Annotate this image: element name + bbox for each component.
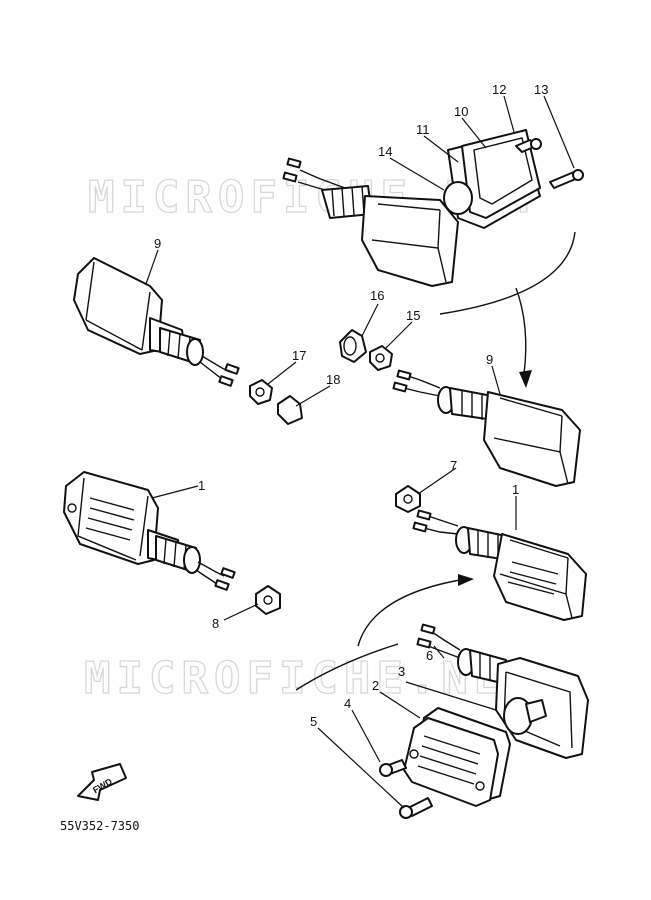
flasher-9-left [73,257,240,387]
callout-4: 4 [344,696,351,711]
callout-3: 3 [398,664,405,679]
flasher-front-exploded [295,623,589,819]
flasher-1-left [63,471,281,615]
callout-8: 8 [212,616,219,631]
fwd-direction-badge: FWD [77,763,127,801]
callout-1-right: 1 [512,482,519,497]
flasher-9-right [392,369,581,487]
callout-13: 13 [534,82,548,97]
callout-numbers: 12 13 10 11 14 9 16 15 17 18 9 1 7 1 8 6… [154,82,548,729]
flasher-rear-right-exploded [282,129,584,388]
callout-9-left: 9 [154,236,161,251]
leader-lines [145,95,575,809]
callout-14: 14 [378,144,392,159]
callout-2: 2 [372,678,379,693]
flasher-1-right [357,485,587,647]
callout-6: 6 [426,648,433,663]
callout-12: 12 [492,82,506,97]
callout-18: 18 [326,372,340,387]
callout-7: 7 [450,458,457,473]
callout-11: 11 [416,122,430,137]
callout-5: 5 [310,714,317,729]
callout-16: 16 [370,288,384,303]
callout-1-left: 1 [198,478,205,493]
diagram-code: 55V352-7350 [60,819,139,833]
callout-9-right: 9 [486,352,493,367]
callout-17: 17 [292,348,306,363]
small-parts-middle [249,329,393,425]
callout-15: 15 [406,308,420,323]
callout-10: 10 [454,104,468,119]
